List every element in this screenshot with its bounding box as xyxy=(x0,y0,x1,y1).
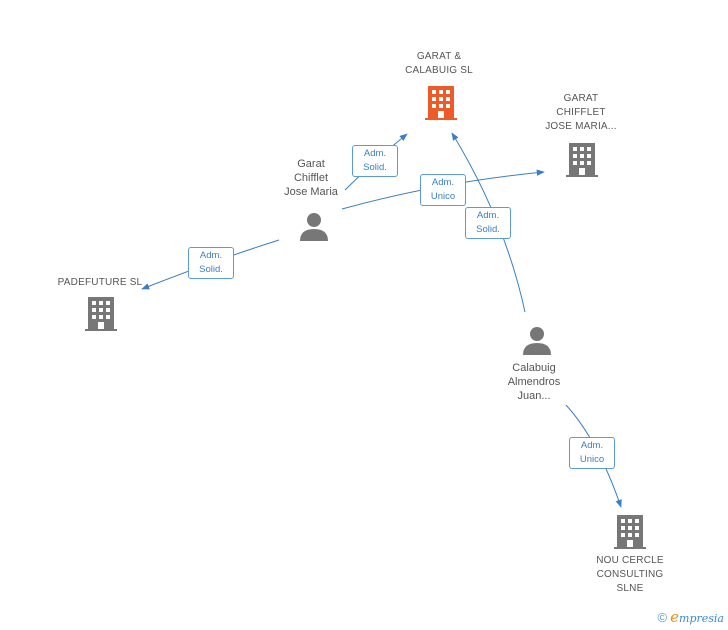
edge-label-adm-solid[interactable]: Adm. Solid. xyxy=(465,207,511,239)
person-label-calabuig[interactable]: Calabuig Almendros Juan... xyxy=(507,362,561,402)
building-icon[interactable] xyxy=(425,86,457,120)
building-icon[interactable] xyxy=(566,143,598,177)
edge-label-adm-unico[interactable]: Adm. Unico xyxy=(420,174,466,206)
company-label-padefuture[interactable]: PADEFUTURE SL xyxy=(57,277,143,288)
company-label-nou-cercle[interactable]: NOU CERCLE CONSULTING SLNE xyxy=(596,555,664,594)
edge-label-adm-unico[interactable]: Adm. Unico xyxy=(569,437,615,469)
copyright-icon: © xyxy=(657,609,668,625)
building-icon[interactable] xyxy=(85,297,117,331)
company-label-garat-calabuig[interactable]: GARAT & CALABUIG SL xyxy=(405,51,473,76)
footer-brand: © empresia xyxy=(658,608,724,626)
person-label-garat[interactable]: Garat Chifflet Jose Maria xyxy=(284,158,338,198)
brand-logo[interactable]: empresia xyxy=(670,608,724,626)
person-icon[interactable] xyxy=(299,212,329,242)
company-label-garat-chifflet[interactable]: GARAT CHIFFLET JOSE MARIA... xyxy=(545,93,617,132)
building-icon[interactable] xyxy=(614,515,646,549)
person-icon[interactable] xyxy=(522,326,552,356)
edge-label-adm-solid[interactable]: Adm. Solid. xyxy=(188,247,234,279)
edge-label-adm-solid[interactable]: Adm. Solid. xyxy=(352,145,398,177)
